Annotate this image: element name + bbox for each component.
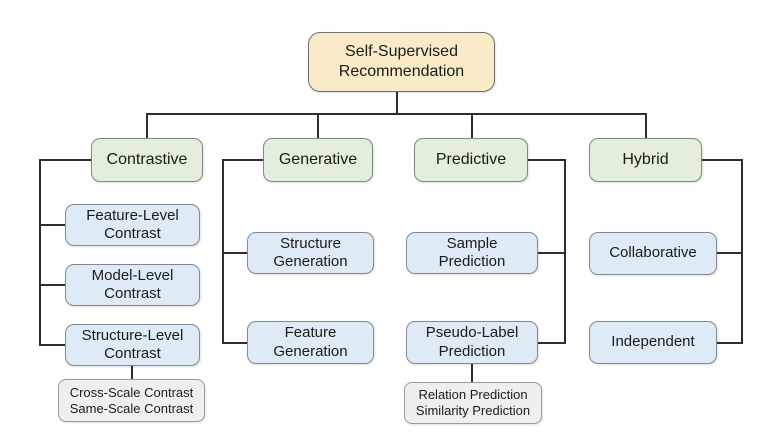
connector-to-collaborative: [717, 252, 741, 254]
note-line-cross-scale: Cross-Scale Contrast: [69, 384, 194, 400]
connector-to-model-level: [39, 284, 65, 286]
branch-node-hybrid: Hybrid: [589, 138, 702, 182]
connector-to-sample-prediction: [538, 252, 564, 254]
connector-hybrid-rail: [741, 159, 743, 344]
branch-node-generative: Generative: [263, 138, 373, 182]
connector-contrastive-rail: [39, 159, 41, 346]
note-line-relation-prediction: Relation Prediction: [418, 387, 528, 403]
connector-generative-out: [222, 159, 263, 161]
leaf-node-pseudo-label-prediction: Pseudo-Label Prediction: [406, 321, 538, 364]
leaf-node-model-level-contrast: Model-Level Contrast: [65, 264, 200, 306]
connector-to-structure-level: [39, 344, 65, 346]
branch-node-contrastive: Contrastive: [91, 138, 203, 182]
connector-stub-contrastive: [146, 113, 148, 138]
connector-to-structure-generation: [222, 252, 247, 254]
leaf-node-structure-level-contrast: Structure-Level Contrast: [65, 324, 200, 366]
leaf-node-independent: Independent: [589, 321, 717, 364]
connector-stub-generative: [317, 113, 319, 138]
connector-contrastive-out: [39, 159, 91, 161]
connector-pseudo-note-stub: [471, 364, 473, 382]
note-node-prediction-types: Relation Prediction Similarity Predictio…: [404, 382, 542, 424]
note-line-same-scale: Same-Scale Contrast: [69, 400, 194, 416]
leaf-node-feature-generation: Feature Generation: [247, 321, 374, 364]
connector-predictive-out: [528, 159, 566, 161]
connector-to-feature-generation: [222, 342, 247, 344]
note-node-scale-contrast: Cross-Scale Contrast Same-Scale Contrast: [58, 379, 205, 422]
leaf-node-sample-prediction: Sample Prediction: [406, 232, 538, 274]
connector-root-stub: [396, 92, 398, 114]
connector-stub-predictive: [471, 113, 473, 138]
connector-stub-hybrid: [645, 113, 647, 138]
connector-predictive-rail: [564, 159, 566, 344]
connector-generative-rail: [222, 159, 224, 344]
connector-to-feature-level: [39, 224, 65, 226]
connector-to-independent: [717, 342, 741, 344]
connector-spine: [146, 113, 647, 115]
branch-node-predictive: Predictive: [414, 138, 528, 182]
note-line-similarity-prediction: Similarity Prediction: [415, 403, 531, 418]
connector-hybrid-out: [702, 159, 743, 161]
root-node-self-supervised-recommendation: Self-Supervised Recommendation: [308, 32, 495, 92]
leaf-node-structure-generation: Structure Generation: [247, 232, 374, 274]
connector-structure-note-stub: [131, 366, 133, 379]
connector-to-pseudo-label: [538, 342, 564, 344]
leaf-node-feature-level-contrast: Feature-Level Contrast: [65, 204, 200, 246]
leaf-node-collaborative: Collaborative: [589, 232, 717, 275]
